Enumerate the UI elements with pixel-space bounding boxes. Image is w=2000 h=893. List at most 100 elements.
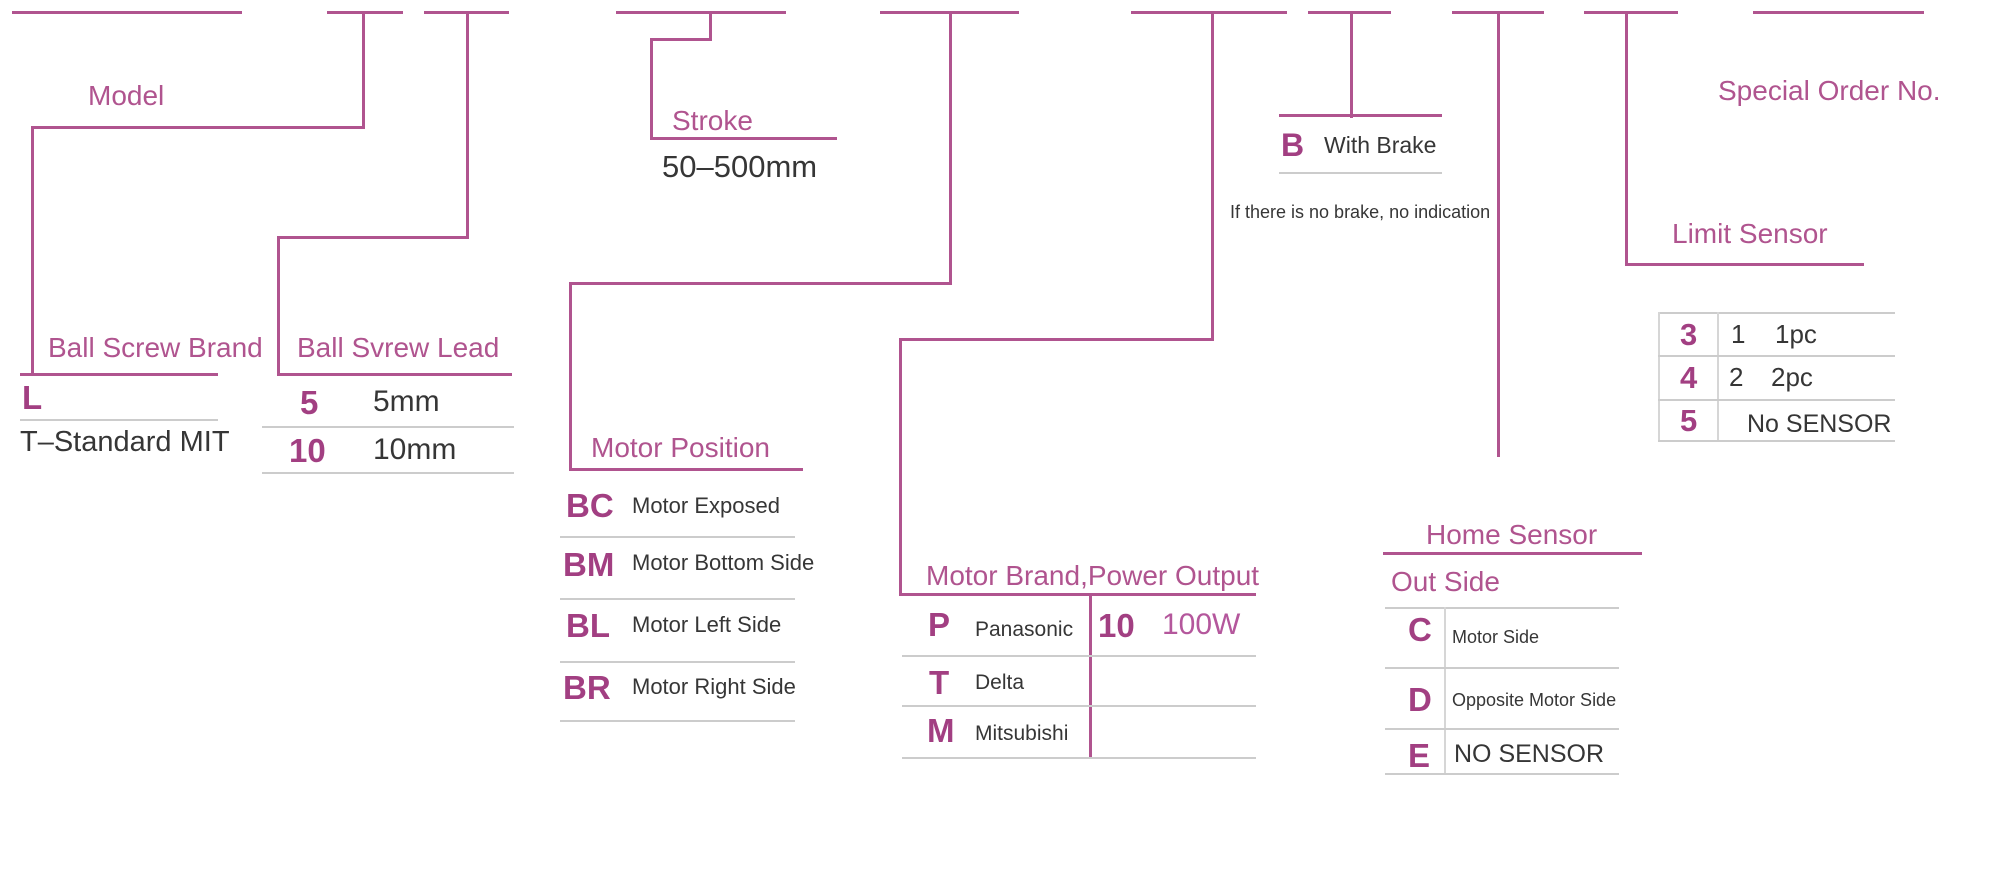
ball-screw-lead-row-divider bbox=[262, 426, 514, 428]
limit-sensor-row-description: 1pc bbox=[1775, 319, 1817, 349]
model-connector-horizontal bbox=[31, 126, 365, 129]
ball-screw-lead-underline bbox=[277, 373, 512, 376]
ball-screw-brand-divider bbox=[20, 419, 218, 421]
ball-screw-brand-connector-vertical bbox=[31, 126, 34, 376]
limit-sensor-row-code: 5 bbox=[1680, 403, 1698, 438]
home-sensor-connector-vertical bbox=[1497, 11, 1500, 457]
home-sensor-label: Home Sensor bbox=[1426, 519, 1598, 550]
motor-position-row-code: BC bbox=[566, 487, 614, 524]
brake-divider bbox=[1279, 172, 1442, 174]
motor-brand-connector-vertical-bottom bbox=[899, 338, 902, 596]
home-sensor-column-divider bbox=[1444, 607, 1446, 774]
motor-position-row-divider bbox=[560, 598, 795, 600]
limit-sensor-label: Limit Sensor bbox=[1672, 218, 1828, 249]
stroke-label: Stroke bbox=[672, 105, 753, 136]
motor-position-row-divider bbox=[560, 661, 795, 663]
limit-sensor-connector-vertical bbox=[1625, 11, 1628, 266]
ball-screw-brand-label: Ball Screw Brand bbox=[48, 332, 263, 363]
code-blank-segment-1 bbox=[12, 11, 242, 14]
motor-position-row-description: Motor Right Side bbox=[632, 674, 796, 699]
motor-brand-row-code: T bbox=[929, 664, 950, 701]
motor-brand-row-divider bbox=[902, 655, 1256, 657]
home-sensor-sublabel: Out Side bbox=[1391, 566, 1500, 597]
home-sensor-row-code: D bbox=[1408, 681, 1432, 718]
motor-position-row-divider bbox=[560, 720, 795, 722]
ball-screw-lead-label: Ball Svrew Lead bbox=[297, 332, 500, 363]
power-output-code: 10 bbox=[1098, 607, 1135, 644]
home-sensor-row-divider bbox=[1385, 728, 1619, 730]
motor-brand-underline bbox=[899, 593, 1256, 596]
code-blank-segment-10 bbox=[1753, 11, 1924, 14]
limit-sensor-row-code: 4 bbox=[1680, 360, 1698, 395]
ball-screw-lead-row-divider bbox=[262, 472, 514, 474]
ball-screw-lead-row-code: 10 bbox=[289, 432, 326, 469]
limit-sensor-table-top-border bbox=[1658, 312, 1895, 314]
limit-sensor-row-qty: 1 bbox=[1731, 319, 1746, 349]
motor-brand-row-name: Mitsubishi bbox=[975, 722, 1069, 745]
home-sensor-row-divider bbox=[1385, 773, 1619, 775]
motor-position-row-description: Motor Bottom Side bbox=[632, 550, 815, 575]
motor-brand-row-code: M bbox=[927, 712, 955, 749]
stroke-connector-vertical-bottom bbox=[650, 38, 653, 140]
motor-brand-label: Motor Brand,Power Output bbox=[926, 560, 1260, 591]
motor-position-row-code: BL bbox=[566, 607, 610, 644]
brake-overline bbox=[1279, 114, 1442, 117]
ball-screw-lead-row-value: 5mm bbox=[373, 385, 440, 418]
motor-brand-connector-horizontal bbox=[899, 338, 1214, 341]
home-sensor-row-divider bbox=[1385, 607, 1619, 609]
stroke-connector-vertical-top bbox=[709, 11, 712, 41]
code-blank-segment-7 bbox=[1308, 11, 1391, 14]
motor-position-row-code: BR bbox=[563, 669, 611, 706]
motor-position-connector-vertical-top bbox=[949, 11, 952, 285]
home-sensor-row-code: C bbox=[1408, 611, 1432, 648]
limit-sensor-table-bottom-border bbox=[1658, 440, 1895, 442]
limit-sensor-table-column-divider bbox=[1717, 312, 1719, 442]
model-connector-vertical bbox=[362, 11, 365, 129]
motor-brand-row-divider bbox=[902, 705, 1256, 707]
motor-position-label: Motor Position bbox=[591, 432, 770, 463]
home-sensor-underline bbox=[1383, 552, 1642, 555]
motor-brand-table-center-divider bbox=[1089, 593, 1092, 759]
motor-position-connector-horizontal bbox=[569, 282, 952, 285]
ball-screw-brand-code: L bbox=[22, 379, 43, 416]
motor-position-row-divider bbox=[560, 536, 795, 538]
ball-screw-brand-underline bbox=[20, 373, 218, 376]
stroke-range: 50–500mm bbox=[662, 149, 818, 184]
home-sensor-row-divider bbox=[1385, 667, 1619, 669]
limit-sensor-row-qty: 2 bbox=[1729, 362, 1744, 392]
motor-brand-row-divider bbox=[902, 757, 1256, 759]
power-output-value: 100W bbox=[1162, 608, 1241, 641]
brake-connector-vertical bbox=[1350, 11, 1353, 118]
limit-sensor-table-left-border bbox=[1658, 312, 1660, 442]
motor-position-row-code: BM bbox=[563, 546, 615, 583]
motor-position-row-description: Motor Exposed bbox=[632, 493, 780, 518]
limit-sensor-row-description: 2pc bbox=[1771, 362, 1813, 392]
model-label: Model bbox=[88, 80, 165, 111]
stroke-underline bbox=[650, 137, 837, 140]
ball-screw-lead-connector-vertical-top bbox=[466, 11, 469, 239]
motor-brand-row-name: Delta bbox=[975, 671, 1025, 694]
home-sensor-row-description: NO SENSOR bbox=[1454, 740, 1605, 768]
code-blank-segment-9 bbox=[1584, 11, 1678, 14]
motor-brand-row-code: P bbox=[928, 606, 951, 643]
ball-screw-lead-connector-horizontal bbox=[277, 236, 469, 239]
ball-screw-lead-row-value: 10mm bbox=[373, 433, 457, 466]
home-sensor-row-description: Motor Side bbox=[1452, 627, 1540, 647]
motor-position-connector-vertical-bottom bbox=[569, 282, 572, 471]
limit-sensor-row-code: 3 bbox=[1680, 317, 1698, 352]
limit-sensor-row-description: No SENSOR bbox=[1747, 410, 1892, 438]
ball-screw-brand-description: T–Standard MIT bbox=[20, 426, 230, 458]
home-sensor-row-code: E bbox=[1408, 737, 1431, 774]
code-blank-segment-4 bbox=[616, 11, 786, 14]
special-order-label: Special Order No. bbox=[1718, 75, 1941, 106]
motor-brand-row-name: Panasonic bbox=[975, 618, 1074, 641]
code-blank-segment-6 bbox=[1131, 11, 1287, 14]
motor-position-row-description: Motor Left Side bbox=[632, 612, 782, 637]
limit-sensor-row-divider bbox=[1658, 355, 1895, 357]
home-sensor-row-description: Opposite Motor Side bbox=[1452, 690, 1617, 710]
limit-sensor-underline bbox=[1625, 263, 1864, 266]
brake-note: If there is no brake, no indication bbox=[1230, 202, 1491, 222]
brake-description: With Brake bbox=[1324, 132, 1437, 158]
motor-brand-connector-vertical-top bbox=[1211, 11, 1214, 341]
